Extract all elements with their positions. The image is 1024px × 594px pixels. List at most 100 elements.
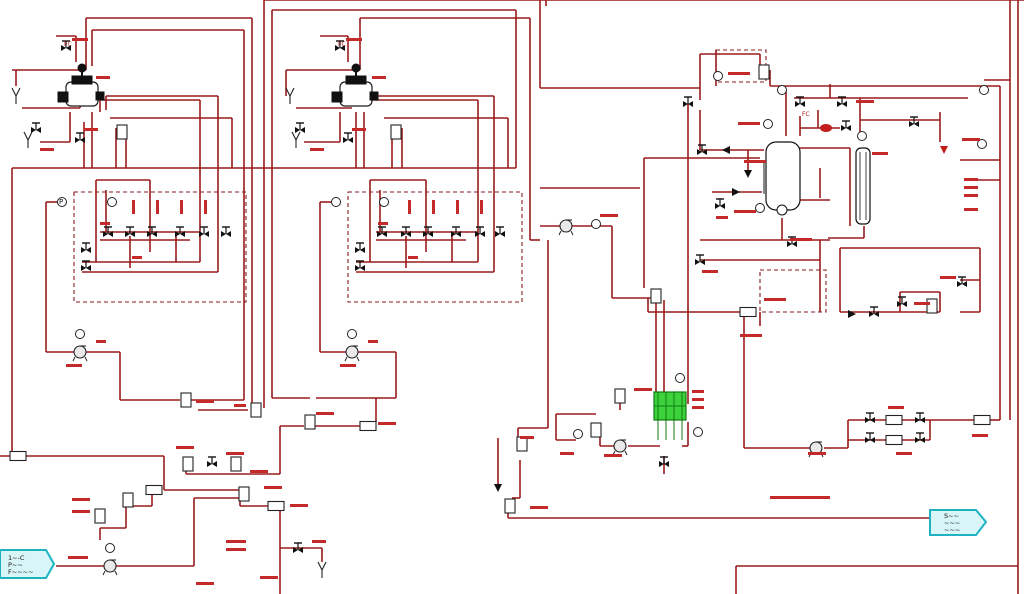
instrument-box-icon <box>650 288 662 304</box>
vessel-icon[interactable] <box>763 141 801 216</box>
valve-icon[interactable] <box>474 226 486 238</box>
arrow-icon <box>848 310 856 318</box>
valve-icon[interactable] <box>220 226 232 238</box>
reactor-left[interactable] <box>57 63 105 107</box>
connector-left-line-1: 1~-C <box>8 554 25 562</box>
instrument-bubble-icon <box>591 219 601 229</box>
label-fc-col: FC <box>802 111 810 118</box>
valve-icon[interactable] <box>956 276 968 288</box>
valve-icon[interactable] <box>354 242 366 254</box>
valve-icon[interactable] <box>864 412 876 424</box>
instrument-bubble-icon <box>347 329 357 339</box>
valve-icon[interactable] <box>30 122 42 134</box>
arrow-icon <box>744 170 752 178</box>
instrument-box-icon <box>590 422 602 438</box>
pump-icon[interactable] <box>102 559 118 576</box>
heat-exchanger-icon[interactable] <box>653 391 687 440</box>
valve-icon[interactable] <box>494 226 506 238</box>
arrow-icon <box>722 146 730 154</box>
valve-icon[interactable] <box>376 226 388 238</box>
pump-icon[interactable] <box>558 219 574 236</box>
valve-icon[interactable] <box>294 122 306 134</box>
vent-icon <box>11 87 21 105</box>
instrument-box-icon <box>359 420 377 432</box>
instrument-box-icon <box>614 388 626 404</box>
valve-icon[interactable] <box>694 254 706 266</box>
unit-left <box>11 17 253 456</box>
valve-icon[interactable] <box>864 432 876 444</box>
instrument-bubble-icon <box>777 85 787 95</box>
instrument-bubble-icon <box>379 197 389 207</box>
instrument-box-icon <box>250 402 262 418</box>
instrument-bubble-icon <box>763 119 773 129</box>
valve-icon[interactable] <box>146 226 158 238</box>
valve-icon[interactable] <box>840 120 852 132</box>
instrument-box-icon <box>238 486 250 502</box>
instrument-box-icon <box>390 124 402 140</box>
valve-icon[interactable] <box>908 116 920 128</box>
centre-section <box>497 0 930 519</box>
connector-left-line-3: F~~~~ <box>8 568 34 576</box>
instrument-tags <box>40 38 988 585</box>
instrument-bubble-icon <box>857 131 867 141</box>
instrument-box-icon <box>885 434 903 446</box>
off-page-connector-left[interactable]: 1~-C P~~ F~~~~ <box>0 549 56 579</box>
valve-icon[interactable] <box>896 296 908 308</box>
valve-icon[interactable] <box>206 456 218 468</box>
instrument-box-icon <box>122 492 134 508</box>
instrument-box-icon <box>504 498 516 514</box>
valve-icon[interactable] <box>696 144 708 156</box>
vent-icon <box>23 131 33 149</box>
indicator-icon <box>940 146 948 154</box>
valve-icon[interactable] <box>102 226 114 238</box>
instrument-box-icon <box>9 450 27 462</box>
valve-icon[interactable] <box>450 226 462 238</box>
pump-icon[interactable] <box>612 439 628 456</box>
vent-icon <box>291 131 301 149</box>
instrument-box-icon <box>516 436 528 452</box>
valve-icon[interactable] <box>868 306 880 318</box>
connector-right-line-3: ~~~ <box>944 526 960 534</box>
instrument-box-icon <box>182 456 194 472</box>
connector-right-line-2: ~~~ <box>944 519 960 527</box>
valve-icon[interactable] <box>914 412 926 424</box>
column-icon[interactable] <box>855 147 871 225</box>
instrument-box-icon <box>267 500 285 512</box>
instrument-box-icon <box>230 456 242 472</box>
valve-icon[interactable] <box>342 132 354 144</box>
instrument-bubble-icon <box>979 85 989 95</box>
pump-icon[interactable] <box>344 345 360 362</box>
instrument-box-icon <box>885 414 903 426</box>
feed-section <box>0 425 323 594</box>
unit-middle <box>232 0 540 427</box>
instrument-box-icon <box>758 64 770 80</box>
instrument-box-icon <box>739 306 757 318</box>
label-fic-1: FC <box>64 41 72 48</box>
off-page-connector-right[interactable]: S~~ ~~~ ~~~ <box>929 509 988 536</box>
label-pi: P <box>59 198 63 206</box>
valve-icon[interactable] <box>292 542 304 554</box>
instrument-box-icon <box>973 414 991 426</box>
reactor-middle[interactable] <box>331 63 379 107</box>
valve-icon[interactable] <box>914 432 926 444</box>
instrument-bubble-icon <box>105 543 115 553</box>
valve-icon[interactable] <box>174 226 186 238</box>
label-fic-2: FC <box>338 41 346 48</box>
instrument-box-icon <box>926 298 938 314</box>
vent-icon <box>285 87 295 105</box>
instrument-bubble-icon <box>573 429 583 439</box>
valve-icon[interactable] <box>714 198 726 210</box>
vent-icon <box>317 561 327 579</box>
valve-icon[interactable] <box>124 226 136 238</box>
valve-icon[interactable] <box>400 226 412 238</box>
arrow-icon <box>494 484 502 492</box>
valve-icon[interactable] <box>80 242 92 254</box>
instrument-bubble-icon <box>675 373 685 383</box>
pump-icon[interactable] <box>72 345 88 362</box>
instrument-box-icon <box>116 124 128 140</box>
connector-left-line-2: P~~ <box>8 561 23 569</box>
valve-icon[interactable] <box>422 226 434 238</box>
instrument-box-icon <box>180 392 192 408</box>
indicator-icon <box>820 124 832 132</box>
